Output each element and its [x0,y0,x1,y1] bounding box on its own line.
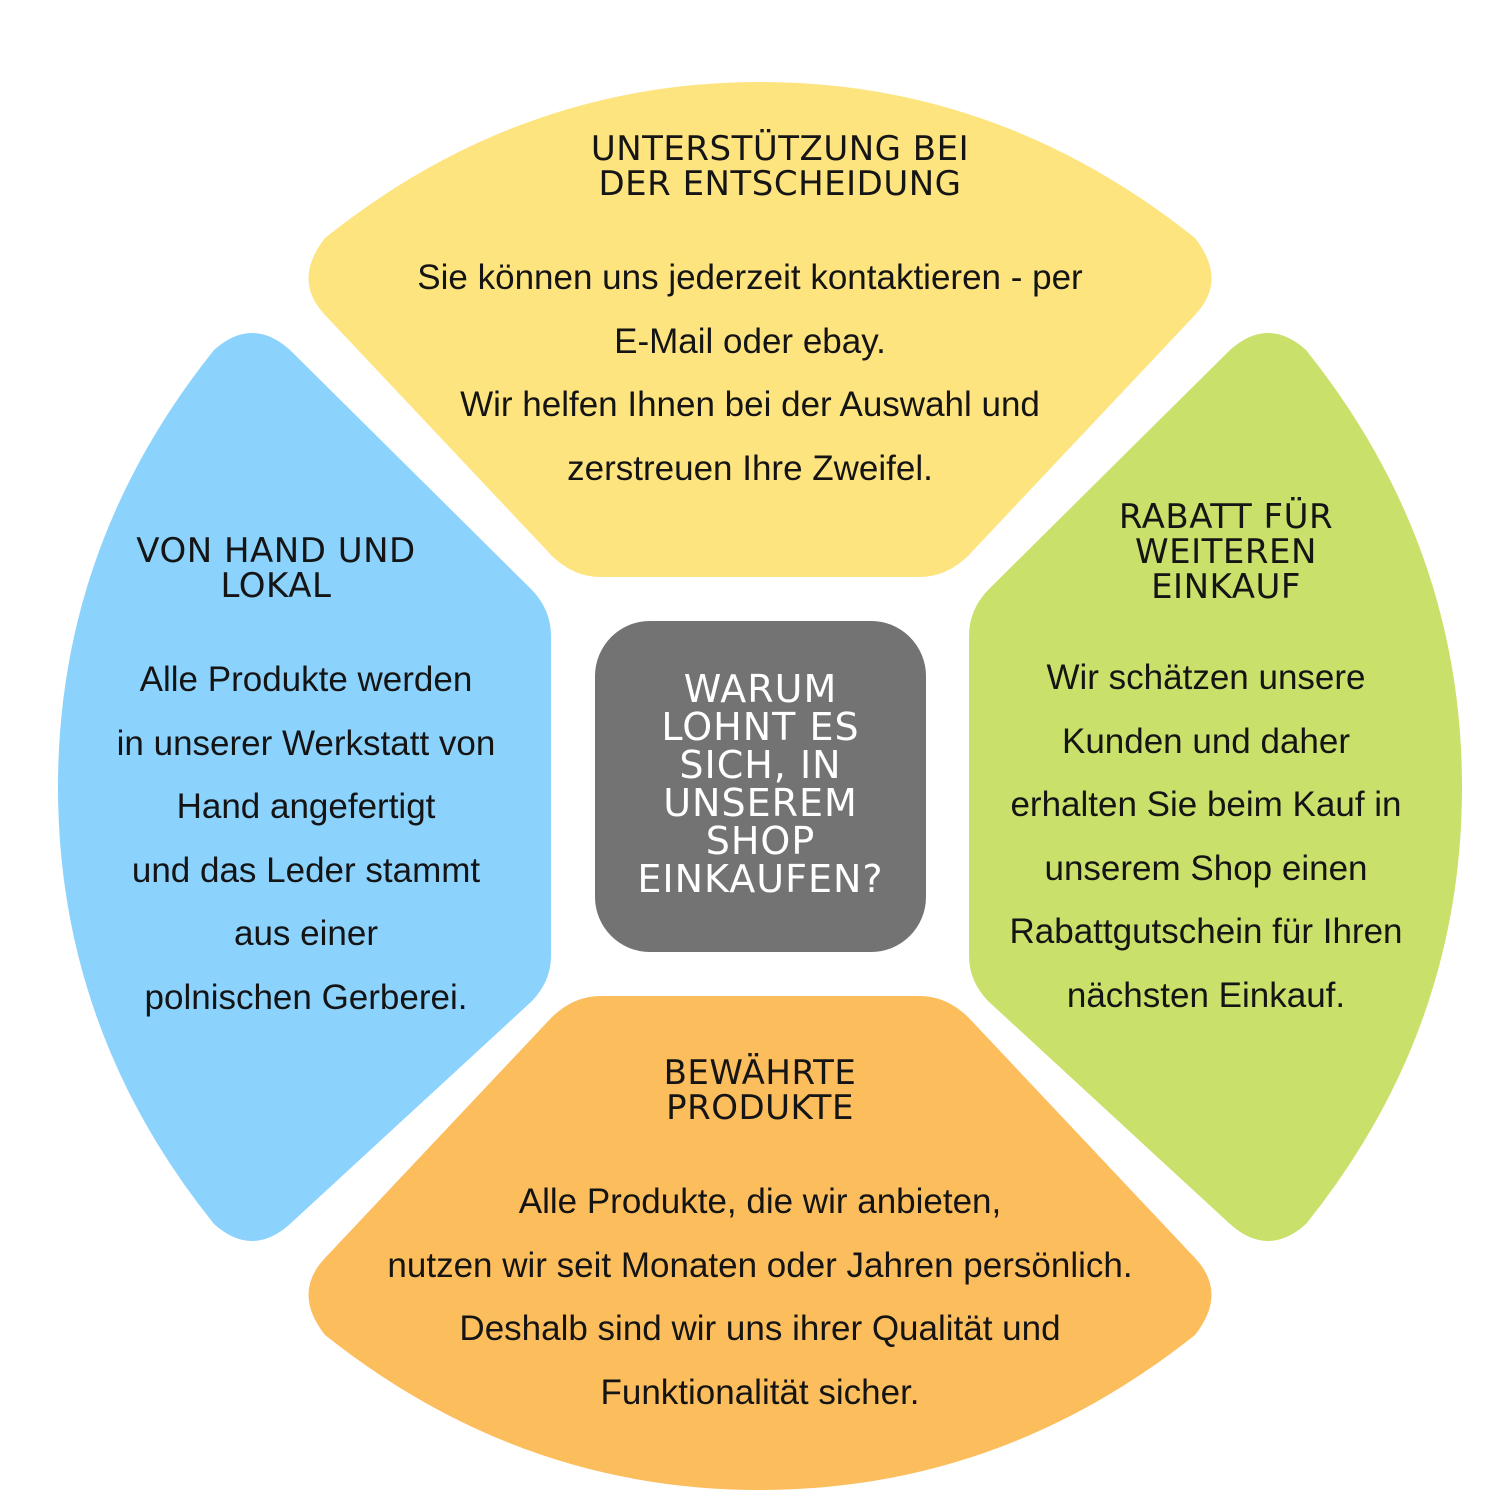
top-section: UNTERSTÜTZUNG BEI DER ENTSCHEIDUNG [460,132,1100,202]
bottom-segment-shape [308,996,1212,1490]
center-box: WARUM LOHNT ES SICH, IN UNSEREM SHOP EIN… [595,670,926,898]
right-segment-shape [969,333,1462,1241]
left-section: VON HAND UND LOKAL [96,534,456,604]
left-section-title: VON HAND UND LOKAL [136,531,416,606]
left-segment-shape [58,333,551,1241]
top-section-body: Sie können uns jederzeit kontaktieren - … [330,246,1170,500]
top-section-title: UNTERSTÜTZUNG BEI DER ENTSCHEIDUNG [590,129,970,204]
bottom-section-title: BEWÄHRTE PRODUKTE [663,1053,857,1128]
right-section-title: RABATT FÜR WEITEREN EINKAUF [1118,497,1334,607]
center-box-shape [595,621,926,952]
left-section-body: Alle Produkte werden in unserer Werkstat… [66,648,546,1029]
bottom-section-body: Alle Produkte, die wir anbieten, nutzen … [310,1170,1210,1424]
center-title: WARUM LOHNT ES SICH, IN UNSEREM SHOP EIN… [637,667,884,901]
bottom-section-text: Alle Produkte, die wir anbieten, nutzen … [387,1182,1133,1412]
left-section-text: Alle Produkte werden in unserer Werkstat… [116,660,496,1017]
right-section-text: Wir schätzen unsere Kunden und daher erh… [1009,658,1403,1015]
bottom-section: BEWÄHRTE PRODUKTE [560,1056,960,1126]
top-segment-shape [308,82,1212,577]
top-section-text: Sie können uns jederzeit kontaktieren - … [417,258,1083,488]
right-section-body: Wir schätzen unsere Kunden und daher erh… [972,646,1440,1027]
right-section: RABATT FÜR WEITEREN EINKAUF [1066,500,1386,605]
